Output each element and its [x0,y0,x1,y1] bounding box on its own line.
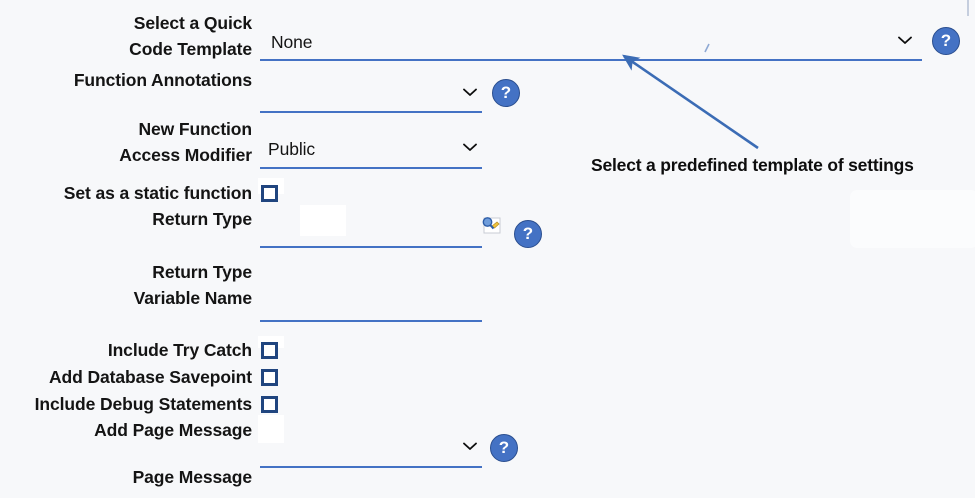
label-add-database-savepoint: Add Database Savepoint [49,367,252,387]
label-add-page-message: Add Page Message [94,420,252,440]
background-panel-artifact [850,190,975,248]
chevron-down-icon[interactable] [463,143,477,152]
checkbox-add-database-savepoint[interactable] [261,369,278,386]
label-new-function-access-modifier: New Function Access Modifier [119,119,252,165]
annotation-caption: Select a predefined template of settings [591,155,914,175]
dropdown-add-page-message-underline [260,466,482,468]
help-button-function-annotations[interactable]: ? [492,79,520,107]
checkbox-set-as-static-function[interactable] [261,185,278,202]
label-quick-code-template: Select a Quick Code Template [129,13,252,59]
textfield-return-type-variable-name-underline [260,320,482,322]
white-strip-artifact-3 [258,415,284,443]
label-return-type: Return Type [152,209,252,229]
chevron-down-icon[interactable] [463,442,477,451]
dropdown-quick-code-template-underline [260,59,922,61]
checkbox-include-try-catch[interactable] [261,342,278,359]
chevron-down-icon[interactable] [463,88,477,97]
label-set-as-static-function: Set as a static function [63,183,252,203]
dropdown-new-function-access-modifier-underline [260,167,482,169]
edge-line-artifact [967,0,969,16]
dropdown-function-annotations-underline [260,111,482,113]
help-button-add-page-message[interactable]: ? [490,434,518,462]
labels-column: Select a Quick Code Template Function An… [0,0,252,498]
label-function-annotations: Function Annotations [73,70,252,90]
search-lookup-icon[interactable] [481,215,501,234]
checkbox-include-debug-statements[interactable] [261,396,278,413]
chevron-down-icon[interactable] [898,36,912,45]
return-type-white-artifact [300,205,346,236]
dropdown-new-function-access-modifier-value: Public [268,139,316,159]
label-return-type-variable-name: Return Type Variable Name [133,262,252,308]
label-include-debug-statements: Include Debug Statements [34,394,252,414]
dropdown-quick-code-template-value: None [271,32,313,52]
help-button-quick-code-template[interactable]: ? [932,27,960,55]
label-include-try-catch: Include Try Catch [107,340,252,360]
help-button-return-type[interactable]: ? [514,220,542,248]
lookup-return-type-underline [260,246,482,248]
label-page-message: Page Message [132,467,253,487]
